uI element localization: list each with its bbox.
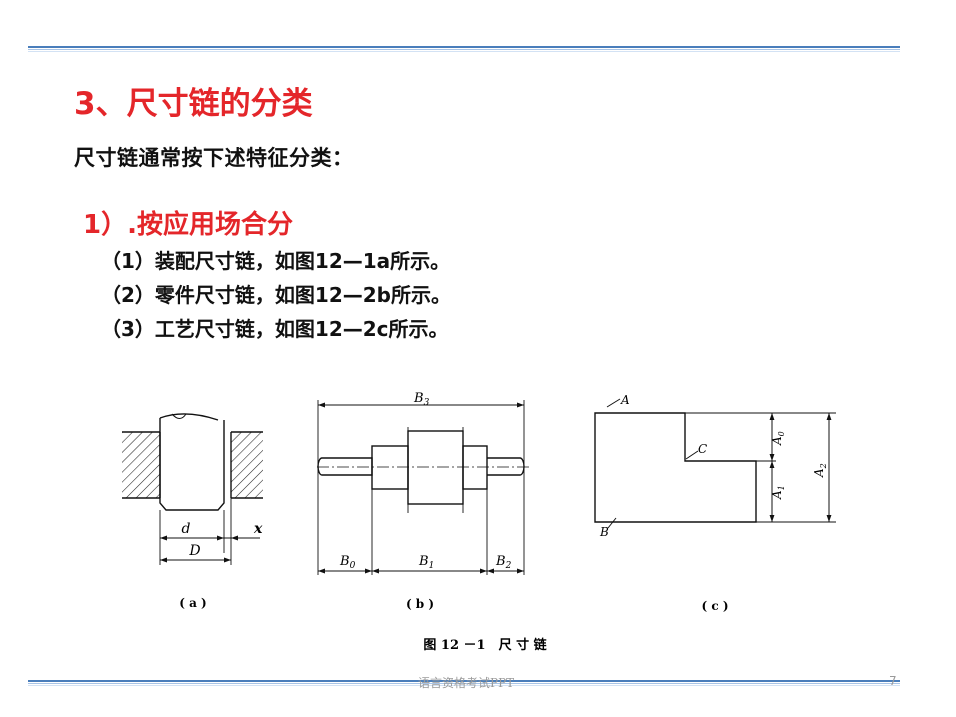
panel-c-label: ( c ) xyxy=(701,599,728,613)
point-label-A: A xyxy=(620,393,630,407)
page-number: 7 xyxy=(889,674,897,688)
intro-text: 尺寸链通常按下述特征分类： xyxy=(74,146,354,170)
panel-c-drawing xyxy=(594,398,836,529)
footer-text: 语言资格考试PPT xyxy=(418,676,515,690)
dim-label-d: d xyxy=(182,521,191,537)
list-item: （1）装配尺寸链，如图12—1a所示。 xyxy=(101,249,451,273)
panel-a-label: ( a ) xyxy=(179,596,207,610)
dim-label-D: D xyxy=(188,543,200,559)
dim-label-B2: B2 xyxy=(495,554,512,571)
section-heading: 1）.按应用场合分 xyxy=(83,210,293,240)
slide-title: 3、尺寸链的分类 xyxy=(74,86,313,122)
dim-label-B1: B1 xyxy=(418,554,434,571)
dim-label-B3: B3 xyxy=(413,391,430,408)
dim-label-B0: B0 xyxy=(339,554,356,571)
panel-b-label: ( b ) xyxy=(406,597,434,611)
point-label-B: B xyxy=(599,525,609,539)
panel-b-drawing xyxy=(317,400,529,575)
list-item: （3）工艺尺寸链，如图12—2c所示。 xyxy=(101,317,449,341)
dim-label-A2: A2 xyxy=(812,463,828,478)
bottom-divider xyxy=(28,680,900,686)
figure-caption: 图 12 －1 尺 寸 链 xyxy=(423,637,547,653)
panel-a-drawing xyxy=(122,413,263,565)
list-item: （2）零件尺寸链，如图12—2b所示。 xyxy=(101,283,451,307)
top-divider xyxy=(28,46,900,52)
point-label-C: C xyxy=(698,442,707,456)
dim-label-A1: A1 xyxy=(770,485,786,500)
dim-label-x: x xyxy=(253,521,263,537)
dimension-chain-figure: d x D ( a ) B3 B0 B1 B2 ( b ) A xyxy=(110,385,850,664)
dim-label-A0: A0 xyxy=(770,431,786,446)
